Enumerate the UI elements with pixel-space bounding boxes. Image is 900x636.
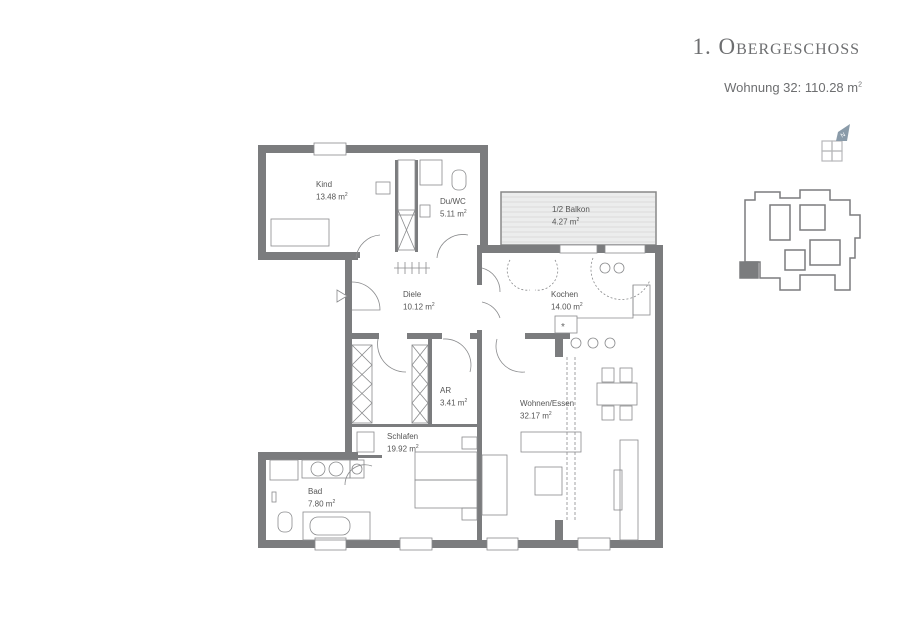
unit-sup: 2	[548, 411, 552, 417]
floor-title: 1. Obergeschoss	[692, 34, 860, 59]
room-kochen: Kochen 14.00 m2	[551, 290, 583, 313]
fixtures: *	[269, 142, 651, 551]
unit-sup: 2	[332, 499, 336, 505]
room-area: 19.92 m	[387, 444, 416, 454]
room-area: 32.17 m	[520, 411, 549, 421]
room-name: Bad	[308, 487, 323, 496]
room-wohnen-essen: Wohnen/Essen 32.17 m2	[520, 399, 574, 422]
room-area: 3.41 m	[440, 398, 465, 408]
walls	[258, 145, 663, 548]
room-area: 10.12 m	[403, 302, 432, 312]
unit-sup: 2	[415, 444, 419, 450]
unit-sup: 2	[431, 302, 435, 308]
unit-sup: 2	[464, 398, 468, 404]
unit-sup: 2	[344, 192, 348, 198]
room-ar: AR 3.41 m2	[440, 386, 467, 409]
apartment-area-text: Wohnung 32: 110.28 m	[724, 80, 859, 95]
unit-sup: 2	[463, 209, 467, 215]
apartment-area: Wohnung 32: 110.28 m2	[724, 80, 862, 95]
room-area: 14.00 m	[551, 302, 580, 312]
room-kind: Kind 13.48 m2	[316, 180, 348, 203]
room-area: 13.48 m	[316, 192, 345, 202]
room-balkon: 1/2 Balkon 4.27 m2	[552, 205, 590, 228]
room-name: 1/2 Balkon	[552, 205, 590, 214]
balcony	[500, 191, 657, 246]
site-plan	[739, 189, 861, 291]
room-name: Wohnen/Essen	[520, 399, 575, 408]
room-name: Du/WC	[440, 197, 466, 206]
svg-text:N: N	[840, 132, 847, 139]
room-name: Diele	[403, 290, 422, 299]
room-diele: Diele 10.12 m2	[403, 290, 435, 313]
compass-icon: N	[821, 124, 850, 162]
room-du-wc: Du/WC 5.11 m2	[440, 197, 467, 220]
room-area: 7.80 m	[308, 499, 333, 509]
room-schlafen: Schlafen 19.92 m2	[387, 432, 419, 455]
room-area: 5.11 m	[440, 209, 464, 219]
unit-sup: 2	[579, 302, 583, 308]
room-name: Schlafen	[387, 432, 419, 441]
room-area: 4.27 m	[552, 217, 577, 227]
unit-sup: 2	[576, 217, 580, 223]
room-name: Kind	[316, 180, 333, 189]
svg-text:*: *	[561, 322, 565, 333]
room-name: AR	[440, 386, 452, 395]
unit-sup: 2	[858, 81, 862, 89]
room-name: Kochen	[551, 290, 579, 299]
room-bad: Bad 7.80 m2	[308, 487, 335, 510]
